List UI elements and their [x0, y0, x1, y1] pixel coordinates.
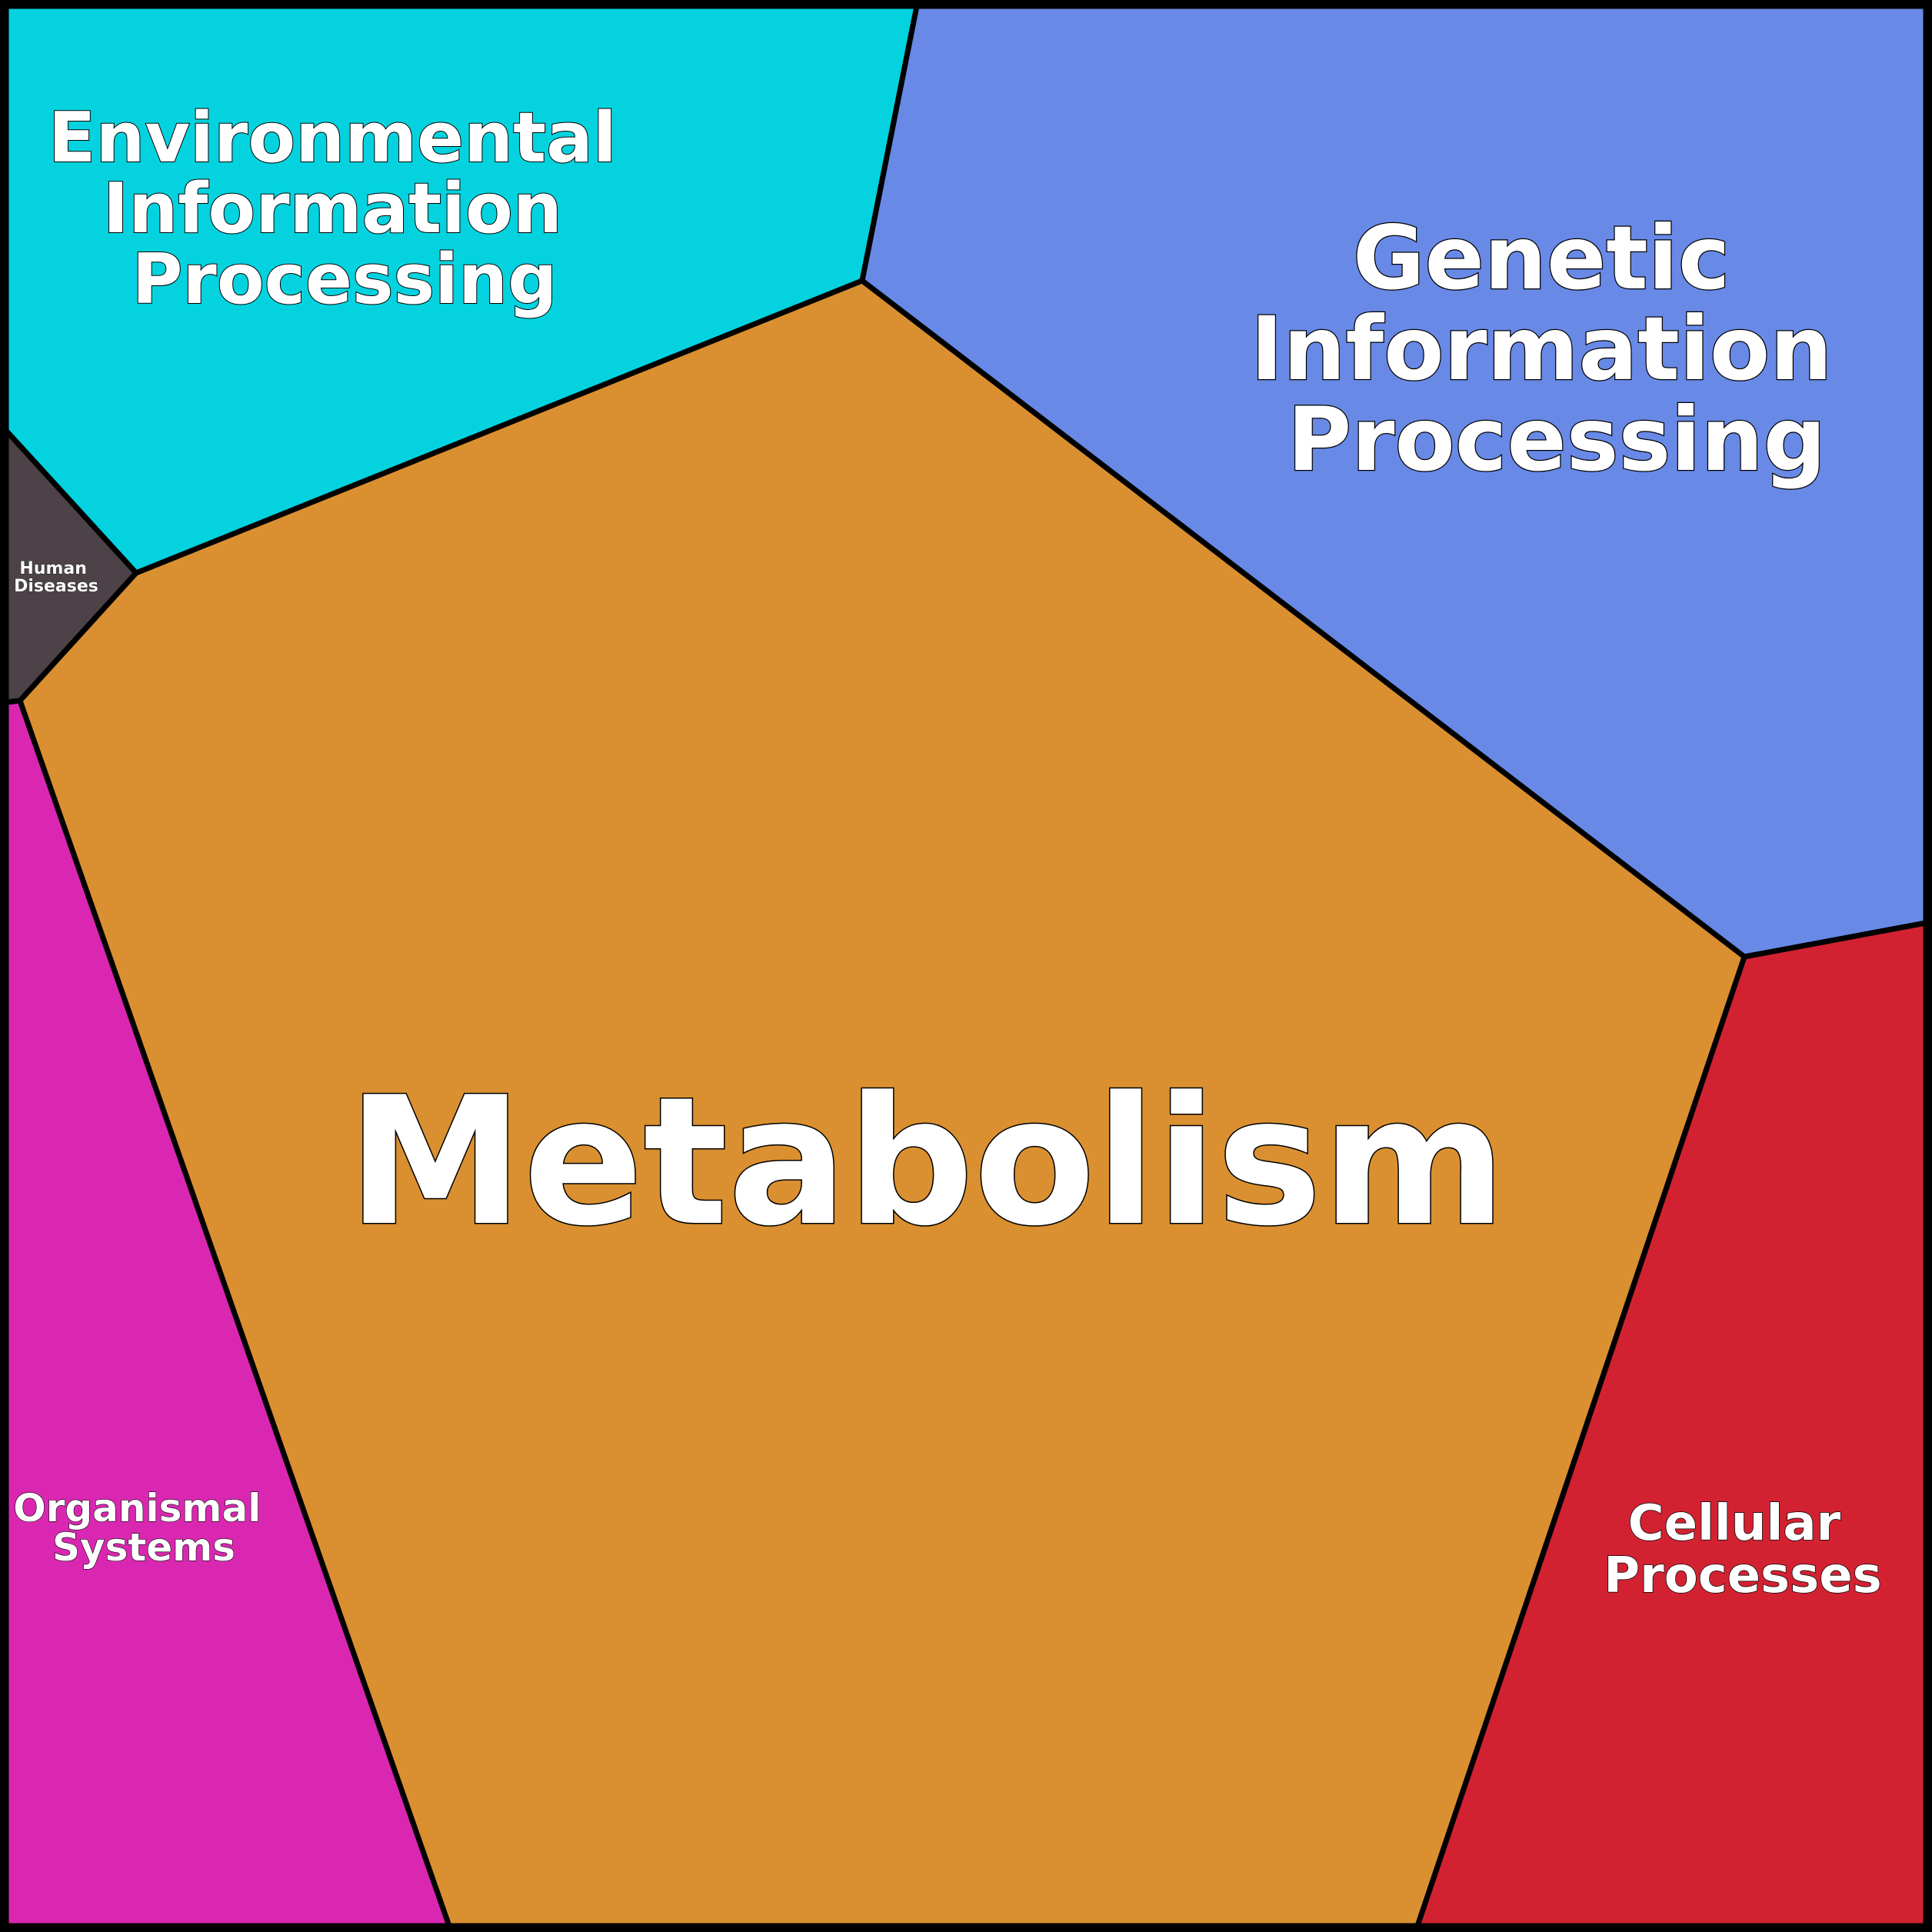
- label-organismal-systems: Organismal Systems: [13, 1486, 275, 1570]
- label-genetic-information-processing: Genetic Information Processing: [1251, 207, 1863, 491]
- label-environmental-information-processing: Environmental Information Processing: [48, 98, 641, 320]
- label-metabolism: Metabolism: [348, 1060, 1507, 1265]
- label-human-diseases: Human Diseases: [14, 559, 98, 596]
- label-cellular-processes: Cellular Processes: [1604, 1495, 1881, 1604]
